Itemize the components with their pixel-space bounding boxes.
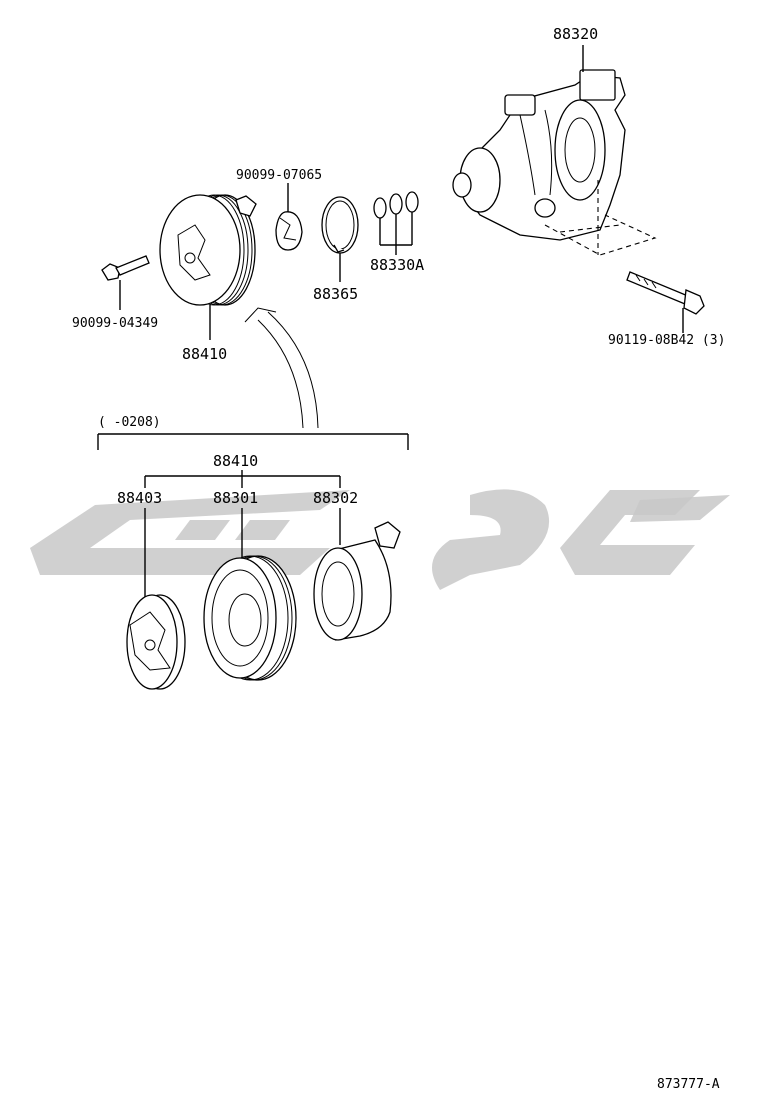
- field-coil-icon: [313, 521, 401, 641]
- label-compressor: 88320: [553, 25, 598, 43]
- label-bolt-small: 90099-04349: [72, 316, 158, 331]
- snap-ring-icon: [321, 196, 359, 254]
- label-drawing-no: 873777-A: [657, 1077, 720, 1092]
- snap-ring-icon: [275, 211, 303, 251]
- bolt-icon: [626, 271, 705, 315]
- shim-icon: [373, 191, 419, 219]
- hub-plate-icon: [126, 594, 186, 690]
- bolt-icon: [101, 255, 150, 281]
- label-pulley: 88410: [182, 345, 227, 363]
- label-rotor: 88301: [213, 489, 258, 507]
- label-bolt-clip: 90099-07065: [236, 168, 322, 183]
- compressor-icon: [452, 69, 657, 256]
- label-snap-ring: 88365: [313, 285, 358, 303]
- label-coil: 88302: [313, 489, 358, 507]
- label-hub: 88403: [117, 489, 162, 507]
- rotor-icon: [203, 555, 297, 681]
- label-group-assy: 88410: [213, 452, 258, 470]
- label-shims: 88330A: [370, 256, 424, 274]
- curved-arrow-icon: [244, 307, 319, 429]
- clutch-pulley-icon: [159, 194, 257, 306]
- label-range: ( -0208): [98, 415, 161, 430]
- label-mount-bolt: 90119-08B42 (3): [608, 333, 725, 348]
